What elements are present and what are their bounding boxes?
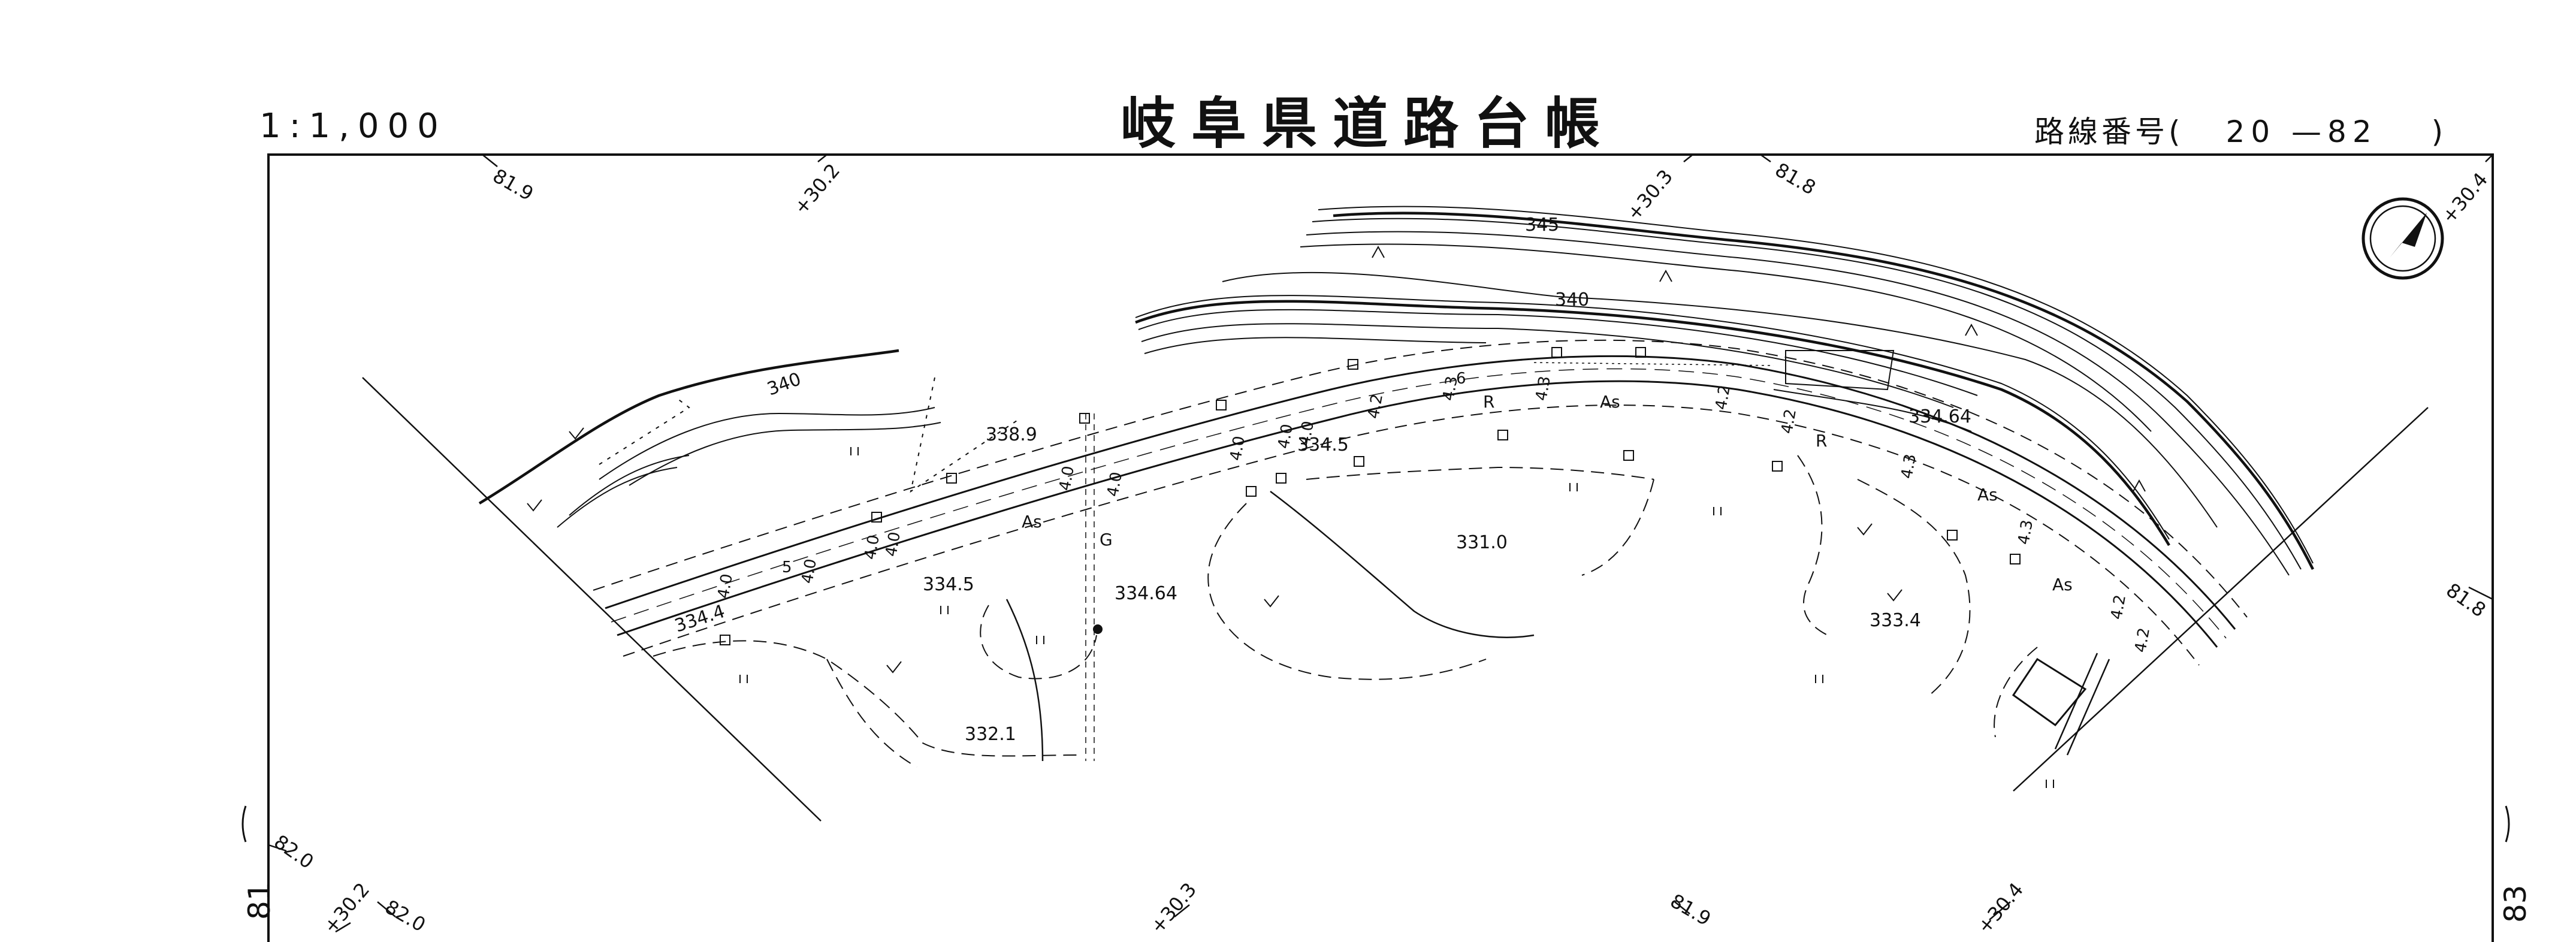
- width-label: 4.0: [714, 572, 736, 600]
- parcel-boundaries: [653, 455, 2038, 768]
- width-label: 4.3: [1532, 375, 1554, 402]
- contour-label: 340: [1555, 289, 1589, 310]
- grid-labels: 81.9 +30.2 +30.3 81.8 +30.4 81.8 82.0 +3…: [270, 158, 2492, 938]
- sheet-brackets: [241, 805, 2510, 843]
- width-label: 6: [1456, 370, 1466, 388]
- vegetation-symbols: [527, 245, 2146, 788]
- width-label: 4.0: [1227, 434, 1249, 462]
- grid-label: +30.4: [2437, 168, 2492, 228]
- grid-label: +30.3: [1146, 878, 1201, 938]
- route-number-label: 路線番号(: [2034, 114, 2184, 149]
- width-label: 4.3: [1439, 375, 1461, 402]
- grid-label: +30.2: [789, 159, 844, 219]
- index-contour-340-west: [478, 349, 899, 505]
- road-widths: 4.0 5 4.0 4.0 4.0 4.0 4.0 4.0 4.0 4.2 6 …: [714, 370, 2154, 654]
- spot-height: 331.0: [1456, 532, 1508, 553]
- sheet-number-left: 81: [242, 881, 277, 920]
- retaining-wall: [2054, 653, 2110, 756]
- dotted-boundary-2: [910, 377, 1019, 493]
- grid-label: 81.8: [2442, 578, 2490, 621]
- route-number-field: 路線番号( 20 —82): [2034, 108, 2447, 151]
- spot-height: 334.5: [1297, 434, 1349, 455]
- sheet-number-right: 83: [2498, 884, 2533, 923]
- spot-height: 334.4: [672, 601, 728, 637]
- contour-label: 345: [1525, 215, 1559, 236]
- north-arrow-icon: [2361, 197, 2444, 280]
- width-label: 4.3: [1898, 452, 1920, 480]
- spot-height: 332.1: [965, 724, 1016, 745]
- west-contours: [557, 407, 941, 528]
- spot-height: 334.5: [923, 574, 974, 595]
- coverage-boundary-left: [362, 377, 822, 822]
- map-scale: 1:1,000: [259, 107, 447, 146]
- grid-label: 82.0: [381, 895, 430, 937]
- width-label: 5: [782, 558, 792, 576]
- watercourse: [1005, 599, 1044, 762]
- coverage-boundary-right: [2013, 407, 2429, 792]
- grid-label: 81.9: [489, 164, 537, 206]
- grid-label: +30.2: [319, 878, 374, 938]
- page-title: 岐阜県道路台帳: [1121, 92, 1616, 156]
- index-contour-340-east: [1135, 300, 2170, 547]
- surface-codes: As As As As R R G: [1022, 392, 2073, 594]
- map-frame: [267, 153, 2494, 942]
- width-label: 4.2: [1364, 393, 1387, 420]
- utility-boxes: [720, 347, 2021, 645]
- width-label: 4.0: [882, 530, 904, 558]
- building: [2012, 657, 2087, 727]
- width-label: 4.0: [1275, 422, 1297, 450]
- surface-code: R: [1483, 392, 1494, 412]
- dotted-boundary: [599, 398, 690, 465]
- structure-pad: [1785, 350, 1895, 391]
- surface-code: As: [2052, 575, 2073, 594]
- survey-point: [1093, 624, 1103, 634]
- road-alignment: [593, 339, 2248, 666]
- spot-height: 333.4: [1870, 610, 1921, 631]
- width-label: 4.0: [1104, 470, 1126, 498]
- survey-line: [1085, 413, 1095, 761]
- grid-label: +30.4: [1973, 878, 2028, 938]
- grid-label: 81.9: [1666, 889, 1715, 931]
- width-label: 4.0: [1295, 419, 1318, 447]
- contour-lines: [1135, 206, 2314, 576]
- grid-label: 81.8: [1771, 158, 1820, 200]
- route-number-close: ): [2431, 114, 2447, 149]
- surface-code: As: [1977, 485, 1998, 505]
- creek: [1270, 491, 1535, 638]
- surface-code: As: [1022, 512, 1042, 532]
- hatched-wall: [1533, 362, 1774, 366]
- spot-height: 338.9: [986, 424, 1037, 445]
- grid-ticks: [268, 153, 2493, 933]
- spot-height: 334.64: [1115, 583, 1177, 604]
- width-label: 4.2: [2131, 626, 2154, 654]
- width-label: 4.0: [1056, 464, 1078, 492]
- width-label: 4.2: [2107, 593, 2130, 621]
- surface-code: As: [1600, 392, 1620, 412]
- contour-label: 340: [765, 369, 804, 400]
- grid-label: 82.0: [270, 830, 318, 873]
- width-label: 4.2: [1712, 384, 1734, 411]
- surface-code: R: [1816, 431, 1827, 451]
- ditch: [1773, 389, 1972, 432]
- surface-code: G: [1100, 530, 1113, 550]
- grid-label: +30.3: [1622, 165, 1677, 225]
- index-contour-345: [1333, 212, 2315, 570]
- width-label: 4.2: [1778, 407, 1800, 435]
- width-label: 4.0: [798, 557, 820, 585]
- width-label: 4.3: [2015, 518, 2037, 546]
- spot-height: 334.64: [1908, 406, 1971, 427]
- width-label: 4.0: [861, 533, 883, 561]
- route-number-value: 20 —82: [2225, 114, 2378, 149]
